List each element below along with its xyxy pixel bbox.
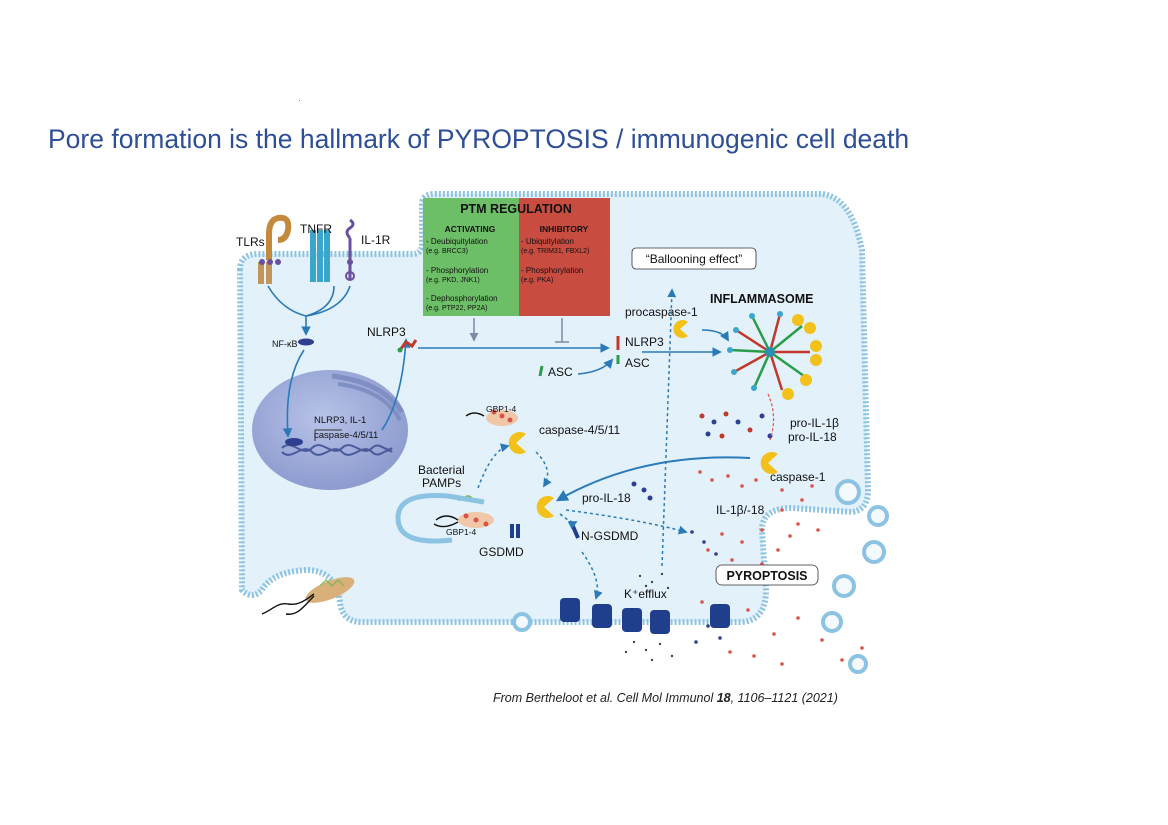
pyroptosis-diagram: TLRs TNFR IL-1R NF-κB NLRP3, IL-1 caspas…: [236, 191, 889, 674]
pro-il18-mid-label: pro-IL-18: [582, 491, 631, 505]
activating-example-1: (e.g. BRCC3): [426, 248, 468, 255]
pro-il1b-label: pro-IL-1β: [790, 416, 839, 430]
bacterial-label-1: Bacterial: [418, 463, 465, 477]
caspase-1-label: caspase-1: [770, 470, 826, 484]
caspase-4511-molecule: [508, 432, 526, 454]
stray-dot: [299, 100, 300, 101]
inhibitory-item-1: - Ubiquitylation: [521, 237, 574, 246]
bacterium: [261, 577, 355, 615]
nucleus: [252, 370, 408, 490]
inflammasome-complex: [727, 311, 822, 400]
inflammasome-label: INFLAMMASOME: [710, 292, 813, 306]
asc-complex-label: ASC: [625, 356, 650, 370]
central-caspase-molecule: [536, 496, 554, 518]
k-efflux-particles: [624, 572, 674, 662]
activating-example-2: (e.g. PKD, JNK1): [426, 277, 480, 284]
tlr-receptor: [258, 214, 292, 284]
nucleus-genes-2: caspase-4/5/11: [314, 430, 378, 441]
il1r-label: IL-1R: [361, 233, 391, 247]
pyroptosis-label-box: PYROPTOSIS: [715, 564, 819, 586]
ptm-header: PTM REGULATION: [460, 202, 572, 216]
asc-free-label: ASC: [548, 365, 573, 379]
tlrs-label: TLRs: [236, 235, 265, 249]
gsdmd-label: GSDMD: [479, 545, 524, 559]
released-cytokines: [698, 470, 864, 666]
pro-il18-top-label: pro-IL-18: [788, 430, 837, 444]
gbp-top-label: GBP1-4: [486, 404, 517, 414]
inhibitory-example-1: (e.g. TRIM31, FBXL2): [521, 248, 589, 255]
k-efflux-label: K⁺efflux: [624, 587, 667, 601]
activating-item-1: - Deubiquitylation: [426, 237, 488, 246]
inhibitory-example-2: (e.g. PKA): [521, 277, 553, 284]
activating-item-3: - Dephosphorylation: [426, 294, 498, 303]
inhibitory-item-2: - Phosphorylation: [521, 266, 583, 275]
bacterial-label-2: PAMPs: [422, 476, 461, 490]
caspase-4511-label: caspase-4/5/11: [539, 423, 620, 437]
nlrp3-molecule: [397, 339, 418, 353]
pro-il-particles-top: [699, 411, 773, 439]
procaspase-molecule: [673, 320, 688, 338]
svg-text:“Ballooning effect”: “Ballooning effect”: [646, 252, 743, 266]
bacterial-vacuole: [395, 492, 485, 544]
membrane-vesicles: [512, 479, 889, 674]
activating-title: ACTIVATING: [445, 224, 496, 234]
n-gsdmd-label: N-GSDMD: [581, 529, 639, 543]
nlrp3-complex-label: NLRP3: [625, 335, 664, 349]
il1r-receptor: [345, 218, 355, 281]
tnfr-receptor: [310, 230, 330, 282]
citation: From Bertheloot et al. Cell Mol Immunol …: [493, 691, 838, 705]
slide-title: Pore formation is the hallmark of PYROPT…: [48, 124, 910, 154]
nfkb-label: NF-κB: [272, 339, 298, 349]
procaspase-label: procaspase-1: [625, 305, 698, 319]
gbp-bottom-molecule: [433, 512, 494, 528]
tnfr-label: TNFR: [300, 222, 332, 236]
gsdmd-pores: [560, 598, 730, 634]
nucleus-genes-1: NLRP3, IL-1: [314, 415, 366, 426]
gbp-top-molecule: [465, 409, 518, 426]
ballooning-label-box: “Ballooning effect”: [631, 247, 757, 270]
il1b18-label: IL-1β/-18: [716, 503, 765, 517]
caspase-1-molecule: [760, 452, 778, 474]
gbp-bottom-label: GBP1-4: [446, 527, 477, 537]
nlrp3-cytoplasm-label: NLRP3: [367, 325, 406, 339]
activating-item-2: - Phosphorylation: [426, 266, 488, 275]
inhibitory-title: INHIBITORY: [540, 224, 589, 234]
pro-il18-mid-particles: [631, 481, 653, 501]
activating-example-3: (e.g. PTP22, PP2A): [426, 305, 487, 312]
svg-text:PYROPTOSIS: PYROPTOSIS: [726, 569, 807, 583]
ptm-regulation-panel: PTM REGULATION ACTIVATING INHIBITORY - D…: [423, 198, 610, 316]
